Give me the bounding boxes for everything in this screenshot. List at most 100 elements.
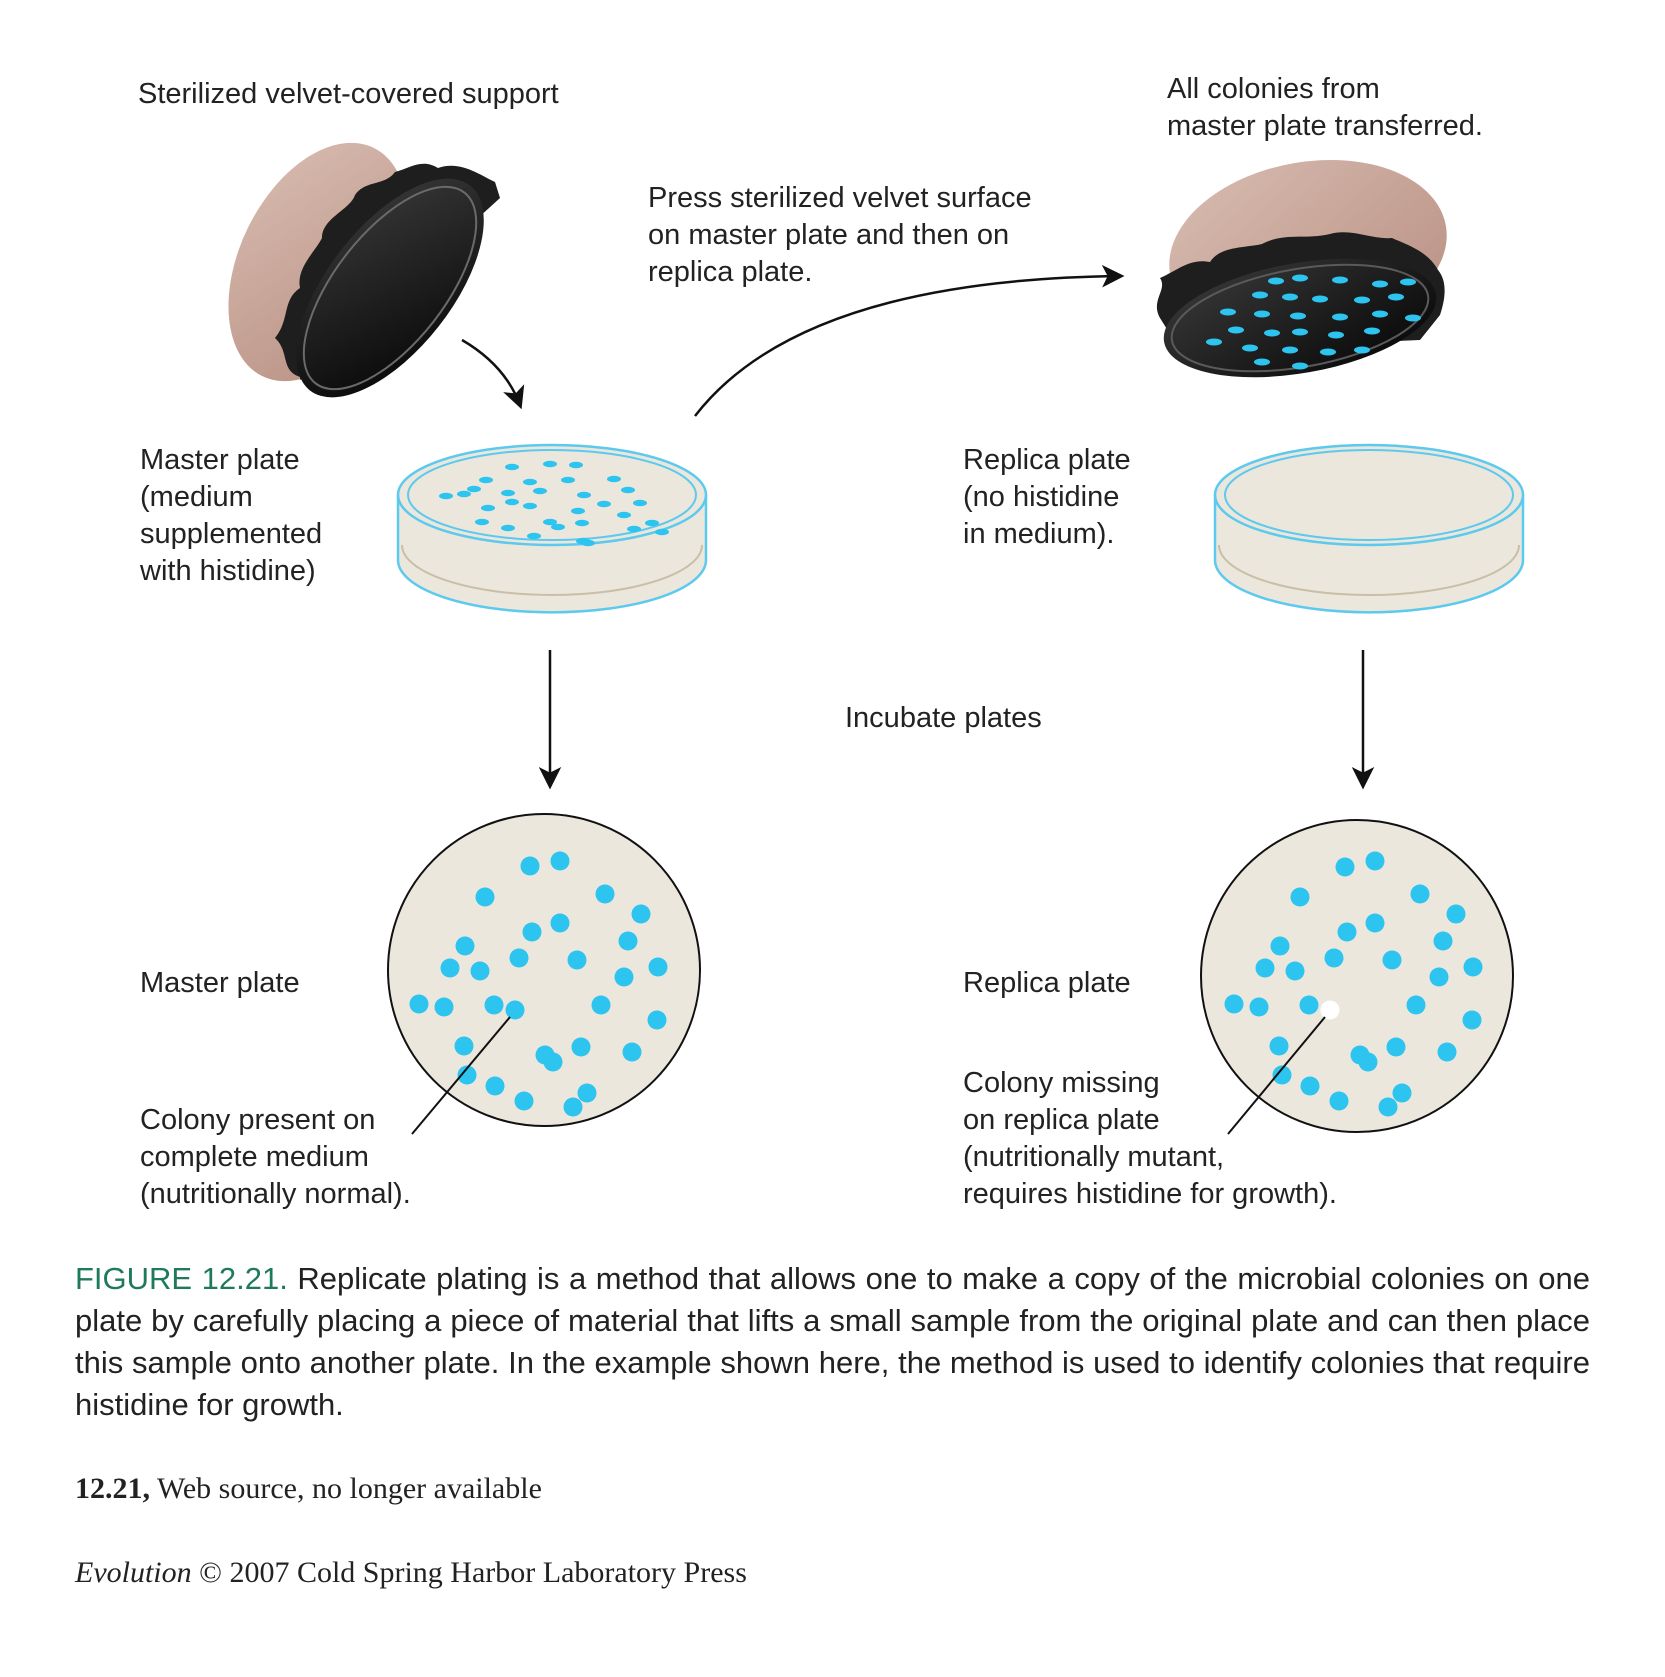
- copyright-line: Evolution © 2007 Cold Spring Harbor Labo…: [75, 1556, 747, 1590]
- colony: [520, 856, 540, 876]
- velvet-colony: [1372, 280, 1388, 288]
- colony: [1406, 995, 1426, 1015]
- colony: [1382, 950, 1402, 970]
- colony: [1249, 997, 1269, 1017]
- velvet-colony: [1312, 295, 1328, 303]
- dish-colony: [561, 476, 575, 484]
- arrow-velvet-to-master: [461, 338, 525, 410]
- velvet-colony: [1254, 358, 1270, 366]
- dish-colony: [505, 498, 519, 506]
- dish-colony: [645, 519, 659, 527]
- velvet-colony: [1264, 329, 1280, 337]
- velvet-colony: [1282, 346, 1298, 354]
- colony: [543, 1052, 563, 1072]
- velvet-colony: [1328, 331, 1344, 339]
- dish-colony: [627, 525, 641, 533]
- colony: [647, 1010, 667, 1030]
- velvet-colony: [1405, 314, 1421, 322]
- incubate-label: Incubate plates: [845, 702, 1042, 734]
- colony-missing: [1320, 1000, 1340, 1020]
- colony: [509, 948, 529, 968]
- colony: [1329, 1091, 1349, 1111]
- colony: [1300, 1076, 1320, 1096]
- colony: [1429, 967, 1449, 987]
- colony: [1299, 995, 1319, 1015]
- master-plate-colonies: [409, 851, 668, 1117]
- dish-colony: [527, 532, 541, 540]
- velvet-colonies: [1206, 274, 1421, 370]
- colony: [1433, 931, 1453, 951]
- velvet-colony: [1332, 313, 1348, 321]
- colony: [1255, 958, 1275, 978]
- dish-colony: [501, 524, 515, 532]
- dish-colony: [457, 490, 471, 498]
- velvet-colony: [1320, 348, 1336, 356]
- colony: [563, 1097, 583, 1117]
- colony: [470, 961, 490, 981]
- colony: [591, 995, 611, 1015]
- source-text: Web source, no longer available: [150, 1472, 542, 1505]
- velvet-colony: [1254, 310, 1270, 318]
- colony: [550, 851, 570, 871]
- velvet-colony: [1332, 276, 1348, 284]
- velvet-support-right: [1156, 159, 1447, 378]
- colony: [1365, 851, 1385, 871]
- colony: [434, 997, 454, 1017]
- source-note: 12.21, Web source, no longer available: [75, 1472, 542, 1506]
- colony: [571, 1037, 591, 1057]
- colony: [485, 1076, 505, 1096]
- colony: [1224, 994, 1244, 1014]
- replica-plating-diagram: [228, 142, 1525, 1135]
- dish-colony: [439, 492, 453, 500]
- colony: [1378, 1097, 1398, 1117]
- master-plate-top-label: Master plate (medium supplemented with h…: [140, 444, 323, 587]
- colony: [1462, 1010, 1482, 1030]
- colony: [1337, 922, 1357, 942]
- master-plate-topview: [387, 813, 701, 1135]
- colony: [522, 922, 542, 942]
- dish-colony: [571, 507, 585, 515]
- colony: [614, 967, 634, 987]
- velvet-colony: [1354, 296, 1370, 304]
- colony: [550, 913, 570, 933]
- colony: [1272, 1065, 1292, 1085]
- figure-caption-text: Replicate plating is a method that allow…: [75, 1261, 1590, 1422]
- velvet-support-left: [228, 142, 500, 398]
- colony: [1386, 1037, 1406, 1057]
- book-title: Evolution: [75, 1556, 192, 1589]
- dish-colony: [475, 518, 489, 526]
- colony: [595, 884, 615, 904]
- colony: [409, 994, 429, 1014]
- copyright-text: © 2007 Cold Spring Harbor Laboratory Pre…: [191, 1556, 747, 1589]
- velvet-colony: [1268, 277, 1284, 285]
- velvet-face-rim: [1170, 263, 1430, 373]
- colony: [1392, 1083, 1412, 1103]
- colony: [475, 887, 495, 907]
- replica-plate-topview: [1200, 819, 1514, 1135]
- colony: [1358, 1052, 1378, 1072]
- colony-missing-label: Colony missing on replica plate (nutriti…: [963, 1067, 1337, 1210]
- velvet-colony: [1372, 310, 1388, 318]
- velvet-colony: [1252, 291, 1268, 299]
- dish-colony: [655, 528, 669, 536]
- colony: [457, 1065, 477, 1085]
- dish-colony: [479, 476, 493, 484]
- dish-colony: [551, 523, 565, 531]
- velvet-colony: [1354, 346, 1370, 354]
- colony: [455, 936, 475, 956]
- master-dish-colonies: [439, 460, 669, 547]
- colony: [1270, 936, 1290, 956]
- replica-plate-dish: [1213, 443, 1525, 614]
- colony: [1285, 961, 1305, 981]
- press-instruction-label: Press sterilized velvet surface on maste…: [648, 182, 1032, 288]
- replica-plate-bottom-label: Replica plate: [963, 967, 1131, 999]
- colony: [1446, 904, 1466, 924]
- figure-caption-label: FIGURE 12.21.: [75, 1261, 288, 1296]
- colony: [1365, 913, 1385, 933]
- velvet-colony: [1388, 293, 1404, 301]
- dish-colony: [523, 502, 537, 510]
- colony: [618, 931, 638, 951]
- dish-colony: [569, 461, 583, 469]
- colony: [1437, 1042, 1457, 1062]
- velvet-colony: [1290, 312, 1306, 320]
